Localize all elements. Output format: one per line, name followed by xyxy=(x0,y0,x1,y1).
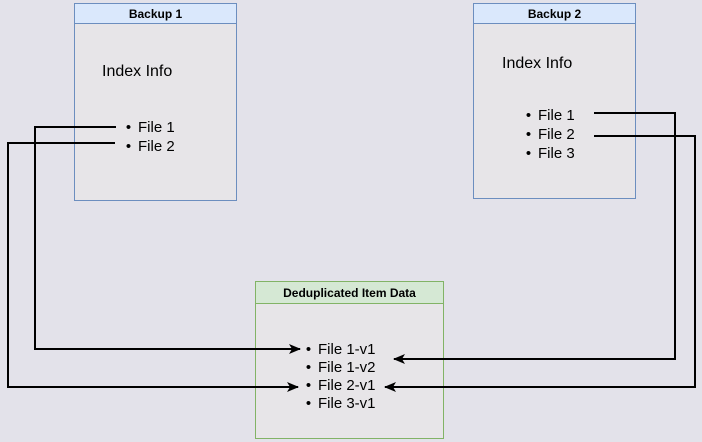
list-item-label: File 1 xyxy=(538,107,575,124)
list-item-label: File 2 xyxy=(138,138,175,155)
list-item: • File 1-v2 xyxy=(299,359,376,377)
backup2-title: Backup 2 xyxy=(474,4,635,24)
backup2-index-info-label: Index Info xyxy=(502,55,573,72)
backup1-index-info-label: Index Info xyxy=(102,63,173,80)
backup1-title: Backup 1 xyxy=(75,4,236,24)
list-item: • File 3-v1 xyxy=(299,395,376,413)
list-item: • File 2 xyxy=(119,137,175,156)
backup1-file-list: • File 1 • File 2 xyxy=(119,118,175,156)
list-item-label: File 1-v1 xyxy=(318,341,376,358)
backup2-file-list: • File 1 • File 2 • File 3 xyxy=(519,106,575,163)
list-item-label: File 1 xyxy=(138,119,175,136)
backup2-container: Backup 2 Index Info • File 1 • File 2 • … xyxy=(473,3,636,199)
list-item-label: File 3-v1 xyxy=(318,395,376,412)
deduplicated-item-data-container: Deduplicated Item Data • File 1-v1 • Fil… xyxy=(255,281,444,439)
list-item: • File 2-v1 xyxy=(299,377,376,395)
list-item-label: File 3 xyxy=(538,145,575,162)
list-item: • File 1 xyxy=(119,118,175,137)
dedup-title: Deduplicated Item Data xyxy=(256,282,443,304)
list-item-label: File 1-v2 xyxy=(318,359,376,376)
bullet-icon: • xyxy=(305,359,312,376)
list-item-label: File 2-v1 xyxy=(318,377,376,394)
bullet-icon: • xyxy=(525,126,532,143)
bullet-icon: • xyxy=(125,138,132,155)
list-item: • File 2 xyxy=(519,125,575,144)
bullet-icon: • xyxy=(525,107,532,124)
list-item: • File 3 xyxy=(519,144,575,163)
list-item-label: File 2 xyxy=(538,126,575,143)
bullet-icon: • xyxy=(125,119,132,136)
bullet-icon: • xyxy=(305,341,312,358)
backup1-container: Backup 1 Index Info • File 1 • File 2 xyxy=(74,3,237,201)
bullet-icon: • xyxy=(525,145,532,162)
dedup-file-list: • File 1-v1 • File 1-v2 • File 2-v1 • Fi… xyxy=(299,341,376,413)
bullet-icon: • xyxy=(305,377,312,394)
list-item: • File 1 xyxy=(519,106,575,125)
bullet-icon: • xyxy=(305,395,312,412)
list-item: • File 1-v1 xyxy=(299,341,376,359)
